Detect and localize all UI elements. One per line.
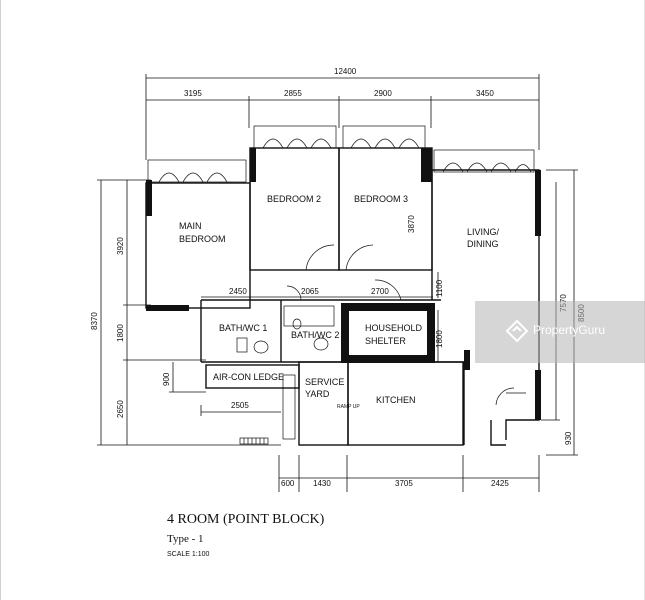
structural-columns <box>146 148 541 420</box>
label-kitchen: KITCHEN <box>376 395 416 405</box>
dim-right-2: 930 <box>564 431 573 445</box>
dim-top-1: 3195 <box>184 89 202 98</box>
label-shelter: SHELTER <box>365 336 406 346</box>
label-living: LIVING/ <box>467 227 500 237</box>
label-aircon-ledge: AIR-CON LEDGE <box>213 372 284 382</box>
dim-mid-1: 2450 <box>229 287 247 296</box>
dim-bottom-2: 1430 <box>313 479 331 488</box>
dim-mid-3: 2700 <box>371 287 389 296</box>
dim-left-3: 2650 <box>116 400 125 418</box>
watermark-text: PropertyGuru <box>533 323 606 337</box>
dim-top-2: 2855 <box>284 89 302 98</box>
doors <box>286 244 526 406</box>
dim-bottom-1: 600 <box>281 479 295 488</box>
dim-top-4: 3450 <box>476 89 494 98</box>
label-dining: DINING <box>467 239 499 249</box>
plan-scale: SCALE 1:100 <box>167 551 210 558</box>
dim-bottom-4: 2425 <box>491 479 509 488</box>
dim-2505: 2505 <box>231 401 249 410</box>
label-household: HOUSEHOLD <box>365 323 423 333</box>
label-bath-2: BATH/WC 2 <box>291 330 339 340</box>
railing <box>239 437 269 445</box>
dim-mid-2: 2065 <box>301 287 319 296</box>
label-yard: YARD <box>305 389 330 399</box>
plan-type: Type - 1 <box>167 533 204 545</box>
label-bath-1: BATH/WC 1 <box>219 323 267 333</box>
label-bedroom-3: BEDROOM 3 <box>354 194 408 204</box>
dim-bottom-3: 3705 <box>395 479 413 488</box>
dim-left-2: 1800 <box>116 324 125 342</box>
dim-inner-1100: 1100 <box>435 279 444 297</box>
label-main-bedroom-2: BEDROOM <box>179 234 226 244</box>
dim-inner-1800: 1800 <box>435 330 444 348</box>
windows <box>147 125 535 183</box>
dim-left-900: 900 <box>162 372 171 386</box>
dim-left-1: 3920 <box>116 237 125 255</box>
label-service: SERVICE <box>305 377 344 387</box>
dim-inner-3870: 3870 <box>407 215 416 233</box>
plan-title: 4 ROOM (POINT BLOCK) <box>167 512 325 527</box>
bath-fixtures <box>236 305 335 440</box>
label-ramp-up: RAMP UP <box>337 404 360 410</box>
propertyguru-logo-icon <box>505 319 529 343</box>
label-bedroom-2: BEDROOM 2 <box>267 194 321 204</box>
dim-total-width: 12400 <box>334 67 357 76</box>
dim-top-3: 2900 <box>374 89 392 98</box>
watermark-banner: PropertyGuru <box>475 301 645 363</box>
label-main-bedroom: MAIN <box>179 221 202 231</box>
dim-left-total: 8370 <box>90 312 99 330</box>
walls <box>145 147 540 446</box>
